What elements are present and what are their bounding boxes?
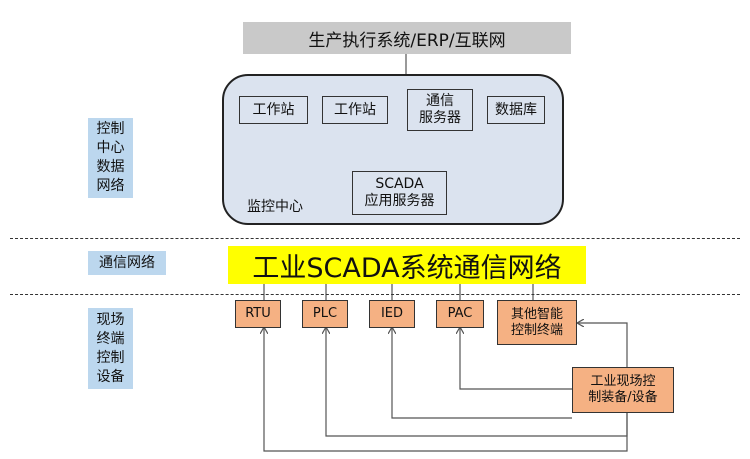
other-terminal-device: 其他智能 控制终端 — [497, 300, 577, 345]
scada-server-node: SCADA 应用服务器 — [352, 171, 447, 215]
plc-feedback-arrow — [326, 328, 628, 437]
side-label-comm-network: 通信网络 — [88, 251, 166, 275]
workstation-node-2: 工作站 — [322, 96, 388, 124]
side-label-control-data-text: 控制 中心 数据 网络 — [96, 121, 125, 194]
other-feedback-arrow — [578, 323, 628, 367]
ied-feedback-arrow — [392, 328, 572, 419]
scada-server-label: SCADA 应用服务器 — [364, 176, 435, 209]
side-label-field-terminal: 现场 终端 控制 设备 — [88, 308, 133, 389]
top-system-bar: 生产执行系统/ERP/互联网 — [243, 22, 571, 54]
field-equipment-label: 工业现场控 制装备/设备 — [588, 374, 658, 405]
side-label-field-terminal-text: 现场 终端 控制 设备 — [96, 311, 125, 385]
side-label-control-data: 控制 中心 数据 网络 — [88, 118, 133, 198]
pac-label: PAC — [447, 306, 473, 321]
scada-network-label: 工业SCADA系统通信网络 — [252, 252, 562, 284]
field-equipment-device: 工业现场控 制装备/设备 — [572, 367, 674, 413]
control-center-label: 监控中心 — [247, 199, 303, 215]
comm-server-label: 通信 服务器 — [419, 93, 461, 126]
ied-label: IED — [380, 306, 404, 321]
workstation-node-1: 工作站 — [239, 96, 308, 124]
workstation-2-label: 工作站 — [334, 101, 376, 118]
other-terminal-label: 其他智能 控制终端 — [510, 306, 563, 338]
separator-bottom — [10, 294, 740, 295]
scada-network-banner: 工业SCADA系统通信网络 — [228, 246, 586, 284]
rtu-label: RTU — [245, 306, 271, 321]
ied-device: IED — [369, 300, 415, 328]
rtu-device: RTU — [235, 300, 281, 328]
comm-server-node: 通信 服务器 — [407, 89, 473, 131]
pac-feedback-arrow — [460, 328, 572, 390]
workstation-1-label: 工作站 — [252, 101, 295, 118]
database-label: 数据库 — [495, 101, 537, 118]
top-system-label: 生产执行系统/ERP/互联网 — [308, 30, 506, 51]
separator-top — [10, 238, 740, 239]
plc-device: PLC — [302, 300, 348, 328]
plc-label: PLC — [312, 306, 338, 321]
database-node: 数据库 — [487, 96, 545, 124]
pac-device: PAC — [436, 300, 484, 328]
side-label-comm-network-text: 通信网络 — [99, 254, 155, 271]
